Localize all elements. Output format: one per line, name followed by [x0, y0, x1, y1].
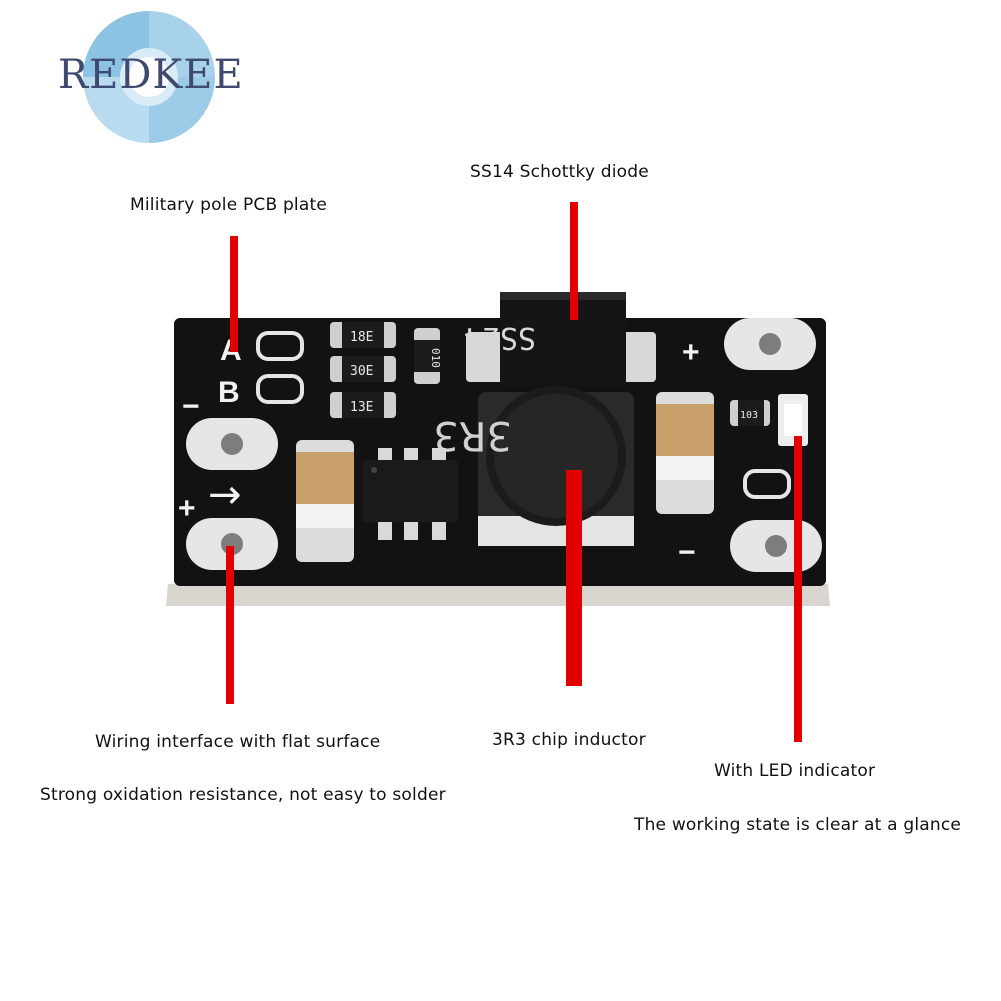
svg-text:30E: 30E — [350, 364, 373, 379]
silk-arrow: → — [208, 472, 242, 518]
resistor-30e: 30E — [330, 356, 396, 382]
silk-plus-left: + — [178, 492, 196, 525]
resistor-010: 010 — [414, 328, 442, 384]
pad-left-minus — [186, 418, 278, 470]
pointer-diode — [570, 202, 578, 320]
label-pcb: Military pole PCB plate — [130, 195, 327, 215]
capacitor-left — [296, 440, 354, 562]
svg-text:103: 103 — [740, 410, 758, 421]
svg-text:18E: 18E — [350, 330, 373, 345]
resistor-18e: 18E — [330, 322, 396, 348]
brand-name: REDKEE — [58, 52, 244, 98]
chip-inductor: 3R3 — [433, 386, 634, 546]
silk-plus-right: + — [682, 336, 700, 369]
svg-text:SS24: SS24 — [464, 320, 536, 355]
label-wiring-1: Wiring interface with flat surface — [95, 732, 381, 752]
ic-chip — [362, 448, 458, 540]
label-led-2: The working state is clear at a glance — [634, 815, 962, 835]
capacitor-right — [656, 392, 714, 514]
label-led-1: With LED indicator — [714, 761, 876, 781]
label-inductor: 3R3 chip inductor — [492, 730, 646, 750]
silk-minus-left: − — [182, 390, 200, 423]
svg-text:13E: 13E — [350, 400, 373, 415]
silk-minus-right: − — [678, 536, 696, 569]
pad-right-plus — [724, 318, 816, 370]
pointer-inductor — [566, 470, 582, 686]
jumper-right — [743, 469, 791, 499]
pointer-led — [794, 436, 802, 742]
schottky-diode: SS24 — [464, 292, 656, 386]
silk-b: B — [218, 376, 240, 409]
svg-text:010: 010 — [429, 348, 442, 368]
pad-right-minus — [730, 520, 822, 572]
resistor-103: 103 — [730, 400, 770, 426]
pointer-wiring — [226, 546, 234, 704]
label-diode: SS14 Schottky diode — [470, 162, 649, 182]
label-wiring-2: Strong oxidation resistance, not easy to… — [40, 785, 446, 805]
board-edge — [166, 584, 830, 606]
brand-logo-icon — [83, 11, 215, 143]
svg-text:3R3: 3R3 — [433, 412, 512, 458]
led-indicator — [778, 394, 808, 446]
jumper-b — [256, 374, 304, 404]
resistor-13e: 13E — [330, 392, 396, 418]
pointer-pcb — [230, 236, 238, 352]
jumper-a — [256, 331, 304, 361]
